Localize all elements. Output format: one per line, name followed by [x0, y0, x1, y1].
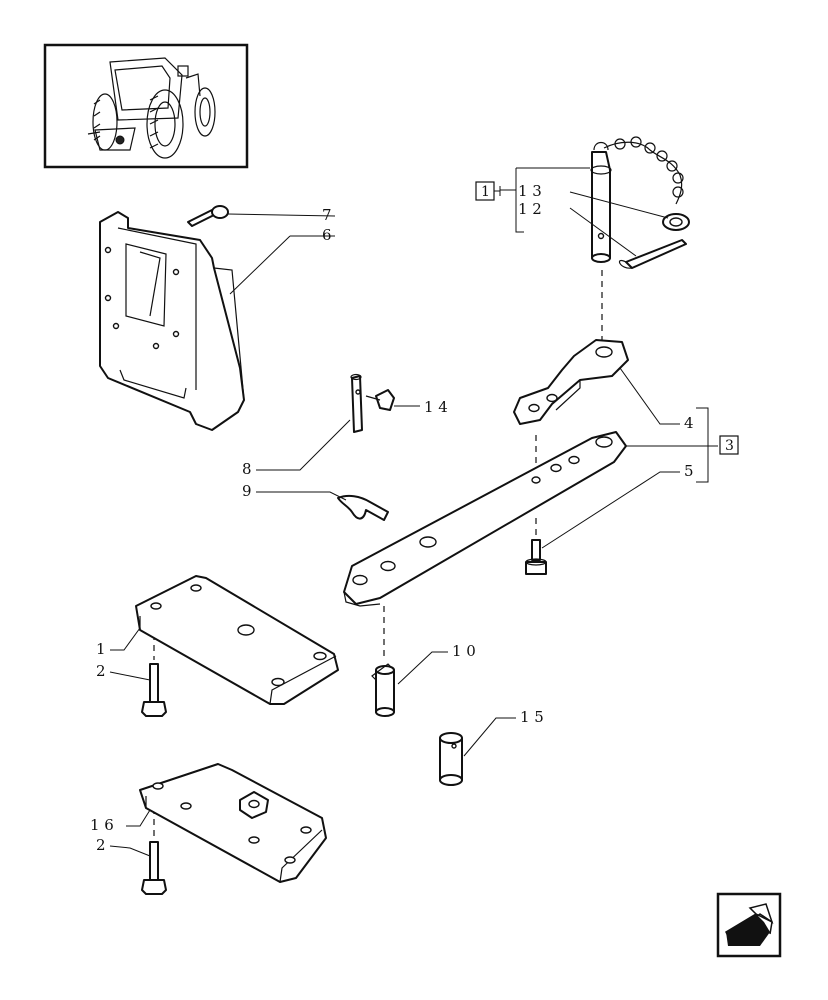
back-arrow-icon[interactable]: [716, 892, 782, 958]
leader-lines: [109, 167, 718, 857]
callout-14: 1 4: [424, 398, 448, 416]
callout-13: 1 3: [518, 182, 542, 200]
callout-2a: 2: [96, 662, 106, 680]
group-box-3: 3: [719, 435, 739, 455]
bolt-part-2a: [141, 663, 167, 717]
r-clip-part-9: [337, 494, 389, 521]
group-box-1: 1: [475, 181, 501, 201]
callout-9: 9: [242, 482, 252, 500]
check-arm-part-4: [513, 339, 629, 425]
tractor-thumbnail: [43, 43, 249, 169]
callout-15: 1 5: [520, 708, 544, 726]
bolt-part-5: [525, 539, 547, 575]
bracket-plate-part-6: [99, 211, 245, 431]
pin-part-10: [371, 663, 395, 717]
bolt-part-7: [187, 205, 336, 227]
callout-12: 1 2: [518, 200, 542, 218]
linkage-pin-assembly: [590, 136, 690, 269]
callout-6: 6: [322, 226, 332, 244]
callout-5: 5: [684, 462, 694, 480]
callout-7: 7: [322, 206, 332, 224]
pin-part-8: [350, 373, 363, 433]
callout-1: 1: [96, 640, 106, 658]
svg-text:1: 1: [481, 184, 490, 200]
callout-8: 8: [242, 460, 252, 478]
svg-text:3: 3: [725, 438, 734, 454]
callout-16: 1 6: [90, 816, 114, 834]
callout-2b: 2: [96, 836, 106, 854]
callout-4: 4: [684, 414, 694, 432]
bolt-part-2b: [141, 841, 167, 895]
tractor-rear-icon: [87, 57, 216, 159]
clip-part-14: [365, 389, 395, 411]
plate-part-16: [139, 763, 327, 883]
callout-10: 1 0: [452, 642, 476, 660]
lower-link-bar-part-3: [343, 431, 627, 607]
plate-part-1: [135, 575, 339, 705]
pin-part-15: [439, 732, 463, 786]
